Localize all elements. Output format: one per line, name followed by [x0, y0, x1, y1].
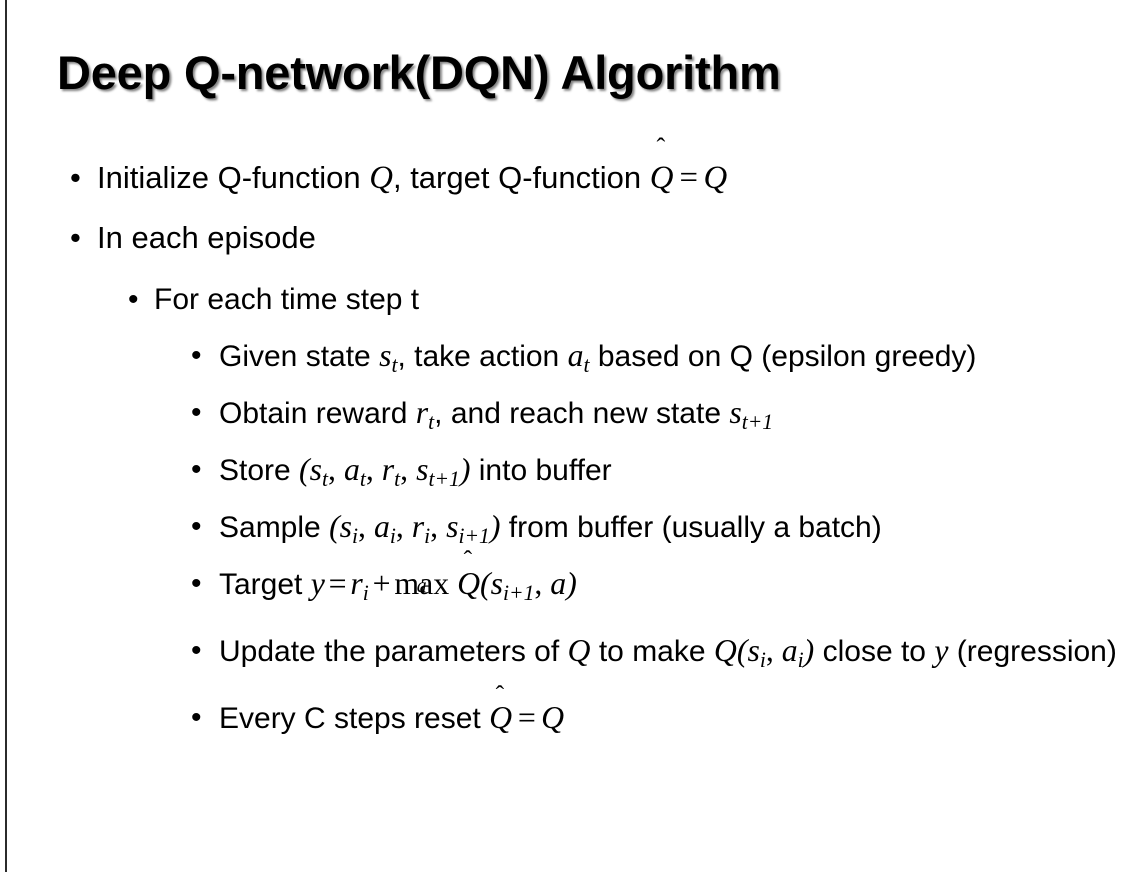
list-item-given-state: • Given state st, take action at based o… [0, 332, 1124, 389]
list-item-text: In each episode [97, 220, 316, 255]
text-run: Every C steps reset [219, 702, 490, 736]
list-item-initialize: • Initialize Q-function Q, target Q-func… [0, 132, 1124, 208]
text-run: to make [590, 635, 714, 669]
math-var-s-t1: st+1 [729, 395, 774, 435]
list-item-text: Initialize Q-function Q, target Q-functi… [97, 132, 1124, 208]
bullet-icon: • [191, 339, 202, 372]
math-var-q: Q [369, 160, 393, 196]
list-item-in-each-episode: • In each episode [0, 208, 1124, 268]
bullet-icon: • [191, 634, 202, 668]
text-run: from buffer (usually a batch) [500, 511, 882, 545]
text-run: Store [219, 454, 300, 488]
text-run: , take action [397, 340, 568, 373]
math-tuple: (st, at, rt, st+1) [299, 452, 471, 492]
math-var-q: Q [567, 633, 591, 669]
text-run: close to [814, 635, 935, 669]
text-run: Update the parameters of [219, 635, 568, 669]
math-equals: = [515, 700, 538, 736]
text-run: Given state [219, 340, 380, 373]
bullet-icon: • [191, 453, 202, 487]
math-tuple: (si, ai, ri, si+1) [329, 509, 501, 549]
text-run: based on Q (epsilon greedy) [589, 340, 977, 373]
math-var-q2: Q [541, 700, 565, 736]
list-item-text: Obtain reward rt, and reach new state st… [219, 389, 1119, 446]
bullet-icon: • [191, 567, 202, 601]
list-item-text: Store (st, at, rt, st+1) into buffer [219, 446, 1119, 503]
list-item-sample-from-buffer: • Sample (si, ai, ri, si+1) from buffer … [0, 503, 1124, 560]
algorithm-outline: • Initialize Q-function Q, target Q-func… [0, 132, 1124, 743]
list-item-text: Sample (si, ai, ri, si+1) from buffer (u… [219, 503, 1119, 560]
bullet-icon: • [191, 701, 202, 735]
list-item-text: Update the parameters of Q to make Q(si,… [219, 627, 1119, 684]
math-var-a-t: at [567, 338, 590, 378]
left-edge-rule [5, 0, 7, 872]
page-title: Deep Q-network(DQN) Algorithm [57, 46, 781, 99]
math-var-q2: Q [703, 160, 728, 196]
bullet-icon: • [128, 283, 139, 316]
text-run: (regression) [948, 635, 1117, 669]
text-run: Initialize Q-function [97, 160, 370, 195]
max-subscript: a [416, 575, 427, 598]
list-item-text: Given state st, take action at based on … [219, 332, 1119, 389]
text-run: , target Q-function [392, 160, 650, 195]
bullet-icon: • [191, 510, 202, 544]
spacer [0, 617, 1124, 627]
list-item-update-parameters: • Update the parameters of Q to make Q(s… [0, 627, 1124, 684]
text-run: into buffer [470, 454, 612, 488]
list-item-store-into-buffer: • Store (st, at, rt, st+1) into buffer [0, 446, 1124, 503]
math-q-of-s-a: Q(si, ai) [713, 633, 815, 673]
list-item-for-each-time-step: • For each time step t [0, 274, 1124, 326]
math-var-r-t: rt [415, 395, 435, 435]
bullet-icon: • [191, 396, 202, 430]
bullet-icon: • [70, 160, 81, 195]
text-run: Sample [219, 511, 330, 545]
text-run: Obtain reward [219, 397, 416, 431]
text-run: , and reach new state [434, 397, 730, 431]
spacer [0, 684, 1124, 694]
math-var-s-t: st [379, 338, 398, 378]
math-var-y: y [934, 633, 949, 669]
list-item-obtain-reward: • Obtain reward rt, and reach new state … [0, 389, 1124, 446]
circumflex-icon: ˆ [656, 132, 666, 162]
bullet-icon: • [70, 220, 81, 255]
math-equals: = [677, 160, 700, 196]
list-item-text: For each time step t [154, 283, 420, 316]
text-run: Target [219, 568, 311, 602]
